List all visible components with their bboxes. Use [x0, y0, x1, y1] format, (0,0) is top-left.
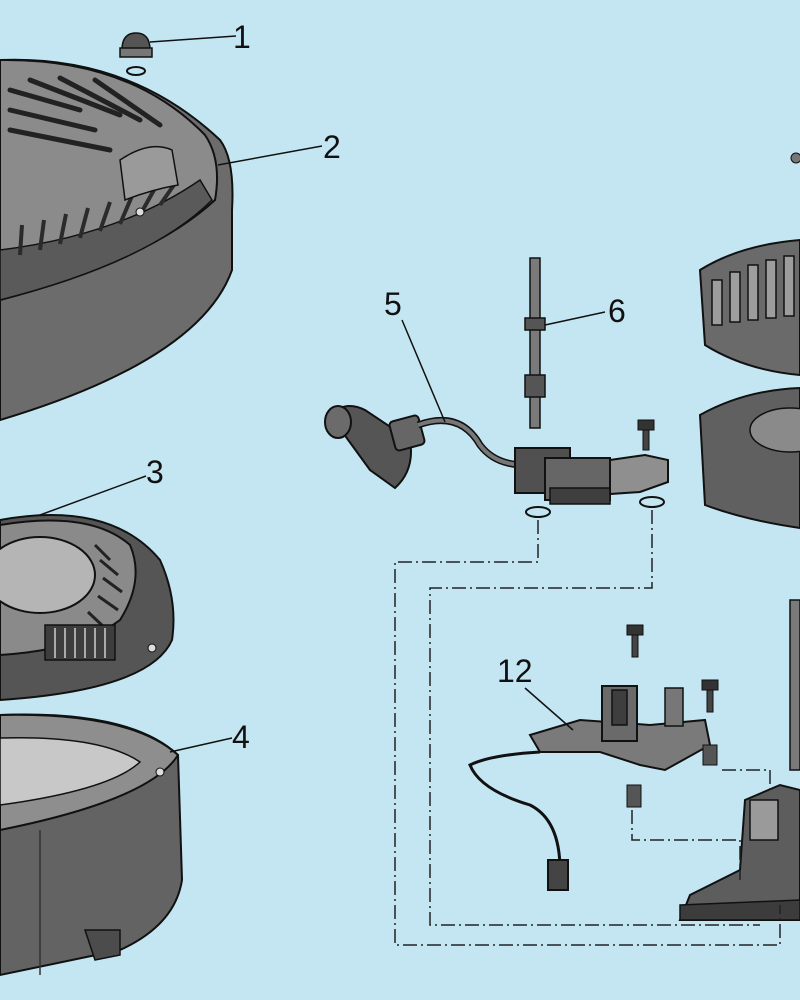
- part-5-ignition-coil: [324, 405, 669, 518]
- part-12-module: [468, 685, 712, 891]
- leader-lines: [39, 35, 606, 753]
- callout-4: 4: [232, 719, 250, 755]
- callout-1: 1: [233, 19, 251, 55]
- alignment-dashed-lines: [394, 510, 781, 946]
- part-4-housing: [0, 713, 184, 977]
- callout-5: 5: [384, 286, 402, 322]
- callout-2: 2: [323, 129, 341, 165]
- fasteners: [626, 624, 719, 808]
- part-6-rod: [524, 257, 546, 429]
- part-1-nut: [119, 32, 153, 76]
- callout-3: 3: [146, 454, 164, 490]
- crankcase: [678, 599, 800, 921]
- callout-12: 12: [497, 653, 533, 689]
- part-2-recoil-cover: [0, 58, 234, 422]
- flywheel: [698, 152, 800, 530]
- callout-labels: 1 2 3 4 5 6 12: [146, 19, 626, 755]
- callout-6: 6: [608, 293, 626, 329]
- part-3-starter-pulley: [0, 514, 175, 702]
- coil-screw: [637, 419, 655, 451]
